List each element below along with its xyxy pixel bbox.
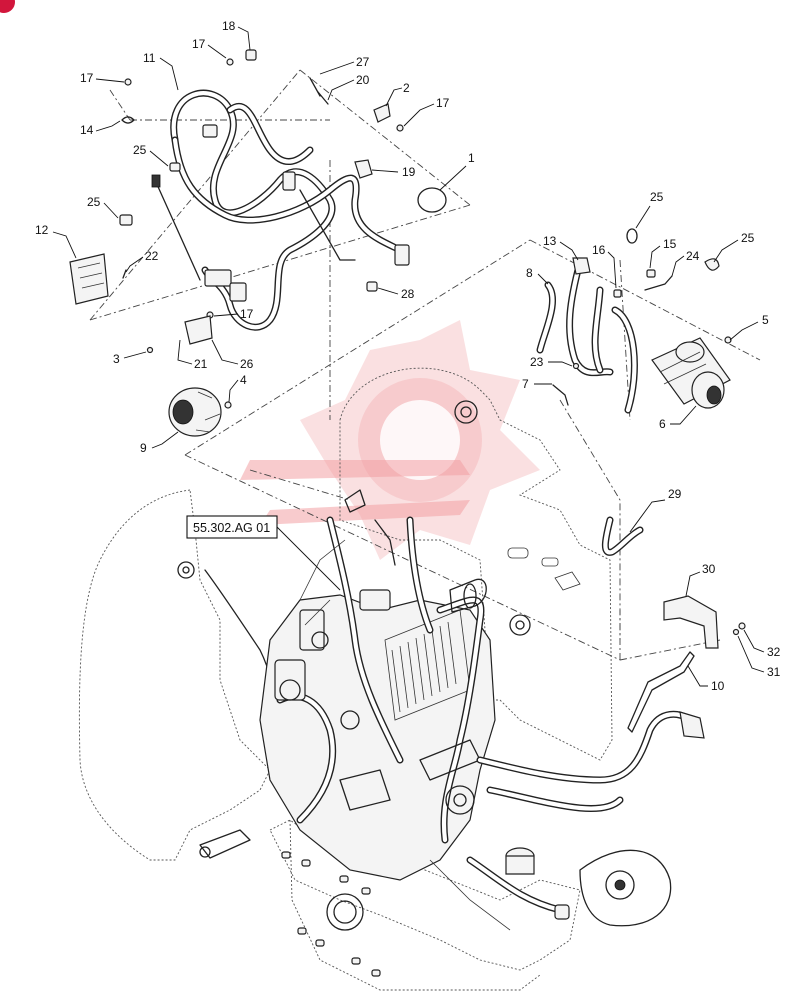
callout-4: 4 [240,373,247,387]
callout-5: 5 [762,313,769,327]
watermark-gear-logo [240,320,540,560]
callout-2: 2 [403,81,410,95]
assembly-guide-lines [89,69,761,661]
alternator [168,387,232,437]
callout-29: 29 [668,487,682,501]
corner-badge [0,0,15,13]
callout-21: 21 [194,357,208,371]
small-hardware [69,49,447,354]
callout-17-mid: 17 [240,307,254,321]
callout-25-a: 25 [133,143,147,157]
callout-31: 31 [767,665,781,679]
callout-25-c: 25 [650,190,664,204]
left-side-panel [78,489,291,861]
callout-24: 24 [686,249,700,263]
belt-bracket-rod [601,516,746,733]
callout-20: 20 [356,73,370,87]
callout-1: 1 [468,151,475,165]
callout-3: 3 [113,352,120,366]
callout-22: 22 [145,249,159,263]
callout-10: 10 [711,679,725,693]
reference-box: 55.302.AG 01 [186,515,341,591]
callout-23: 23 [530,355,544,369]
callout-6: 6 [659,417,666,431]
callout-25-d: 25 [741,231,755,245]
callout-11: 11 [143,51,156,65]
callout-30: 30 [702,562,716,576]
callout-27: 27 [356,55,370,69]
callout-15: 15 [663,237,677,251]
callout-19: 19 [402,165,416,179]
starter-cables [536,228,720,414]
engine-block [259,489,496,881]
callouts: 18 17 11 27 17 20 2 14 17 25 19 1 [35,19,781,693]
radiator-fins [391,621,457,713]
right-hose-run [429,710,705,931]
callout-13: 13 [543,234,557,248]
callout-32: 32 [767,645,781,659]
callout-26: 26 [240,357,254,371]
reference-label: 55.302.AG 01 [193,521,270,535]
firewall-panel [339,367,613,761]
callout-18: 18 [222,19,236,33]
callout-17-left: 17 [80,71,94,85]
frame-studs [281,851,381,977]
callout-12: 12 [35,223,49,237]
callout-7: 7 [522,377,529,391]
callout-17-right: 17 [436,96,450,110]
wiring-harness [151,89,410,331]
callout-9: 9 [140,441,147,455]
starter-motor [651,336,732,409]
callout-16: 16 [592,243,606,257]
callout-28: 28 [401,287,415,301]
callout-14: 14 [80,123,94,137]
callout-17-top: 17 [192,37,206,51]
lower-frame [199,819,672,991]
callout-25-b: 25 [87,195,101,209]
callout-8: 8 [526,266,533,280]
